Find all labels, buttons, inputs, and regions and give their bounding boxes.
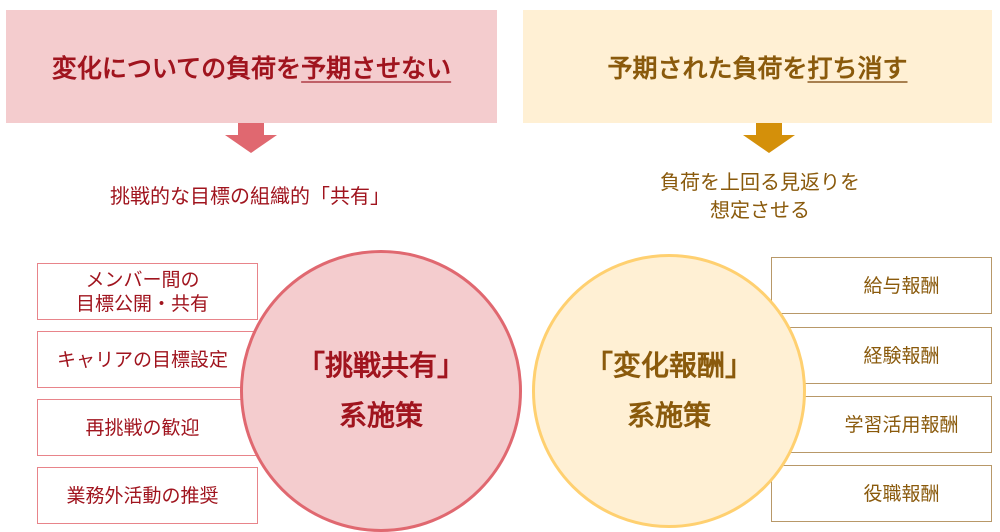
- item-label: キャリアの目標設定: [56, 348, 228, 371]
- item-label: 役職報酬: [863, 482, 940, 505]
- down-arrow-icon-left: [225, 135, 277, 153]
- down-arrow-icon-right-stem: [756, 123, 782, 135]
- circle-right-line2: 系施策: [626, 399, 711, 432]
- circle-left-line1: 「挑戦共有」: [296, 349, 465, 382]
- reward-item-position: 役職報酬: [771, 465, 992, 522]
- header-left-emphasis: 予期させない: [301, 53, 452, 83]
- circle-change-reward-measures: 「変化報酬」 系施策: [532, 254, 806, 528]
- header-challenge-sharing: 変化についての負荷を予期させない: [6, 10, 497, 123]
- reward-item-experience: 経験報酬: [771, 327, 992, 384]
- subtitle-right: 負荷を上回る見返りを 想定させる: [560, 168, 960, 224]
- item-label: 再挑戦の歓迎: [85, 416, 200, 439]
- item-label: 給与報酬: [863, 274, 940, 297]
- header-change-reward: 予期された負荷を打ち消す: [523, 10, 992, 123]
- subtitle-right-line2: 想定させる: [710, 198, 810, 222]
- measure-item-member-goal-sharing: メンバー間の 目標公開・共有: [37, 263, 258, 320]
- header-right-emphasis: 打ち消す: [807, 53, 908, 83]
- item-label: 経験報酬: [863, 344, 940, 367]
- item-label: 業務外活動の推奨: [66, 484, 219, 507]
- item-label: 学習活用報酬: [844, 413, 959, 436]
- down-arrow-icon-right: [743, 135, 795, 153]
- measure-item-career-goal-setting: キャリアの目標設定: [37, 331, 258, 388]
- measure-item-retry-welcome: 再挑戦の歓迎: [37, 399, 258, 456]
- header-right-prefix: 予期された負荷を: [607, 53, 808, 83]
- item-label-line2: 目標公開・共有: [75, 292, 209, 315]
- reward-item-salary: 給与報酬: [771, 257, 992, 314]
- item-label-line1: メンバー間の: [85, 268, 200, 291]
- circle-right-line1: 「変化報酬」: [584, 349, 753, 382]
- subtitle-right-line1: 負荷を上回る見返りを: [660, 170, 860, 194]
- measure-item-outside-activities: 業務外活動の推奨: [37, 467, 258, 524]
- down-arrow-icon-left-stem: [238, 123, 264, 135]
- subtitle-left: 挑戦的な目標の組織的「共有」: [110, 184, 390, 208]
- header-left-prefix: 変化についての負荷を: [51, 53, 302, 83]
- circle-challenge-sharing-measures: 「挑戦共有」 系施策: [240, 250, 522, 532]
- circle-left-line2: 系施策: [338, 399, 423, 432]
